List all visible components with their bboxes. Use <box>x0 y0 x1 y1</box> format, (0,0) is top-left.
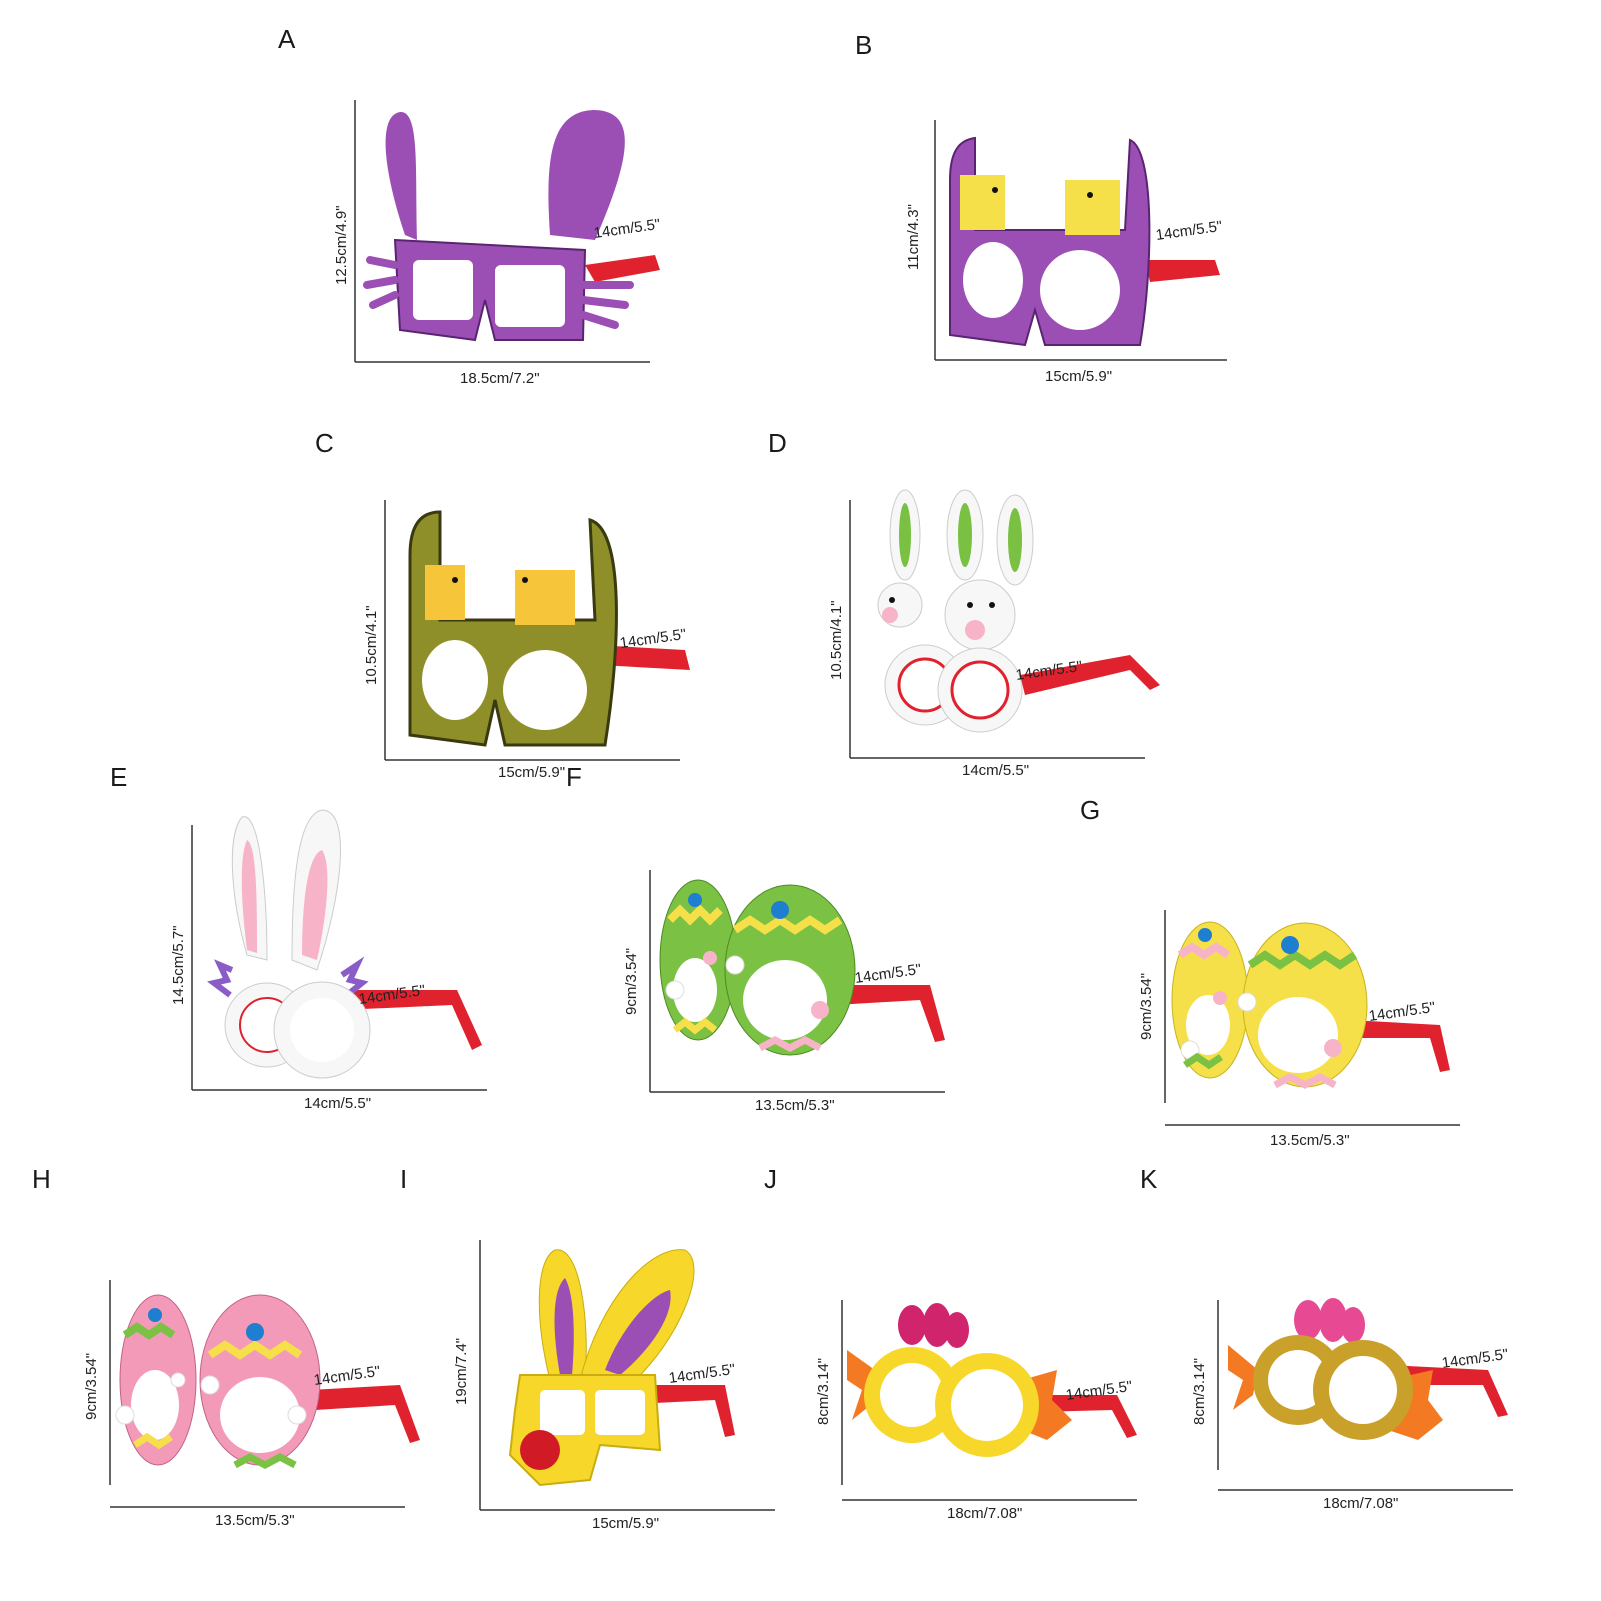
product-panel-c: 10.5cm/4.1" 15cm/5.9" 14cm/5.5" <box>363 500 690 781</box>
product-panel-e: 14.5cm/5.7" 14cm/5.5" 14cm/5.5" <box>170 805 492 1112</box>
label-i: I <box>400 1164 408 1194</box>
label-e: E <box>110 762 128 792</box>
width-label-i: 15cm/5.9" <box>592 1515 660 1532</box>
label-j: J <box>764 1164 777 1194</box>
width-label-k: 18cm/7.08" <box>1323 1495 1399 1512</box>
yellow-egg-glasses-image <box>1164 910 1460 1126</box>
width-label-a: 18.5cm/7.2" <box>460 370 540 387</box>
product-panel-d: 10.5cm/4.1" 14cm/5.5" 14cm/5.5" <box>828 489 1160 779</box>
height-label-j: 8cm/3.14" <box>815 1357 832 1425</box>
height-label-b: 11cm/4.3" <box>905 204 922 270</box>
width-label-j: 18cm/7.08" <box>947 1505 1023 1522</box>
label-b: B <box>855 30 873 60</box>
product-panel-k: 8cm/3.14" 18cm/7.08" 14cm/5.5" <box>1191 1298 1518 1512</box>
height-label-d: 10.5cm/4.1" <box>828 600 845 680</box>
yellow-bunny-glasses-image <box>479 1240 775 1511</box>
product-panel-f: 9cm/3.54" 13.5cm/5.3" 14cm/5.5" <box>623 870 950 1114</box>
tall-bunny-ears-glasses-image <box>191 809 487 1091</box>
height-label-c: 10.5cm/4.1" <box>363 605 380 685</box>
product-panel-h: 9cm/3.54" 13.5cm/5.3" 14cm/5.5" <box>83 1280 420 1529</box>
product-panel-b: 11cm/4.3" 15cm/5.9" 14cm/5.5" <box>905 120 1230 385</box>
width-label-h: 13.5cm/5.3" <box>215 1512 295 1529</box>
height-label-f: 9cm/3.54" <box>623 947 640 1015</box>
bunny-ears-glasses-image <box>354 100 660 363</box>
width-label-c: 15cm/5.9" <box>498 764 566 781</box>
width-label-g: 13.5cm/5.3" <box>1270 1132 1350 1149</box>
label-k: K <box>1140 1164 1158 1194</box>
pink-egg-glasses-image <box>109 1280 420 1508</box>
product-panel-a: 12.5cm/4.9" 18.5cm/7.2" 14cm/5.5" <box>333 100 661 387</box>
product-panel-g: 9cm/3.54" 13.5cm/5.3" 14cm/5.5" <box>1138 910 1465 1149</box>
label-d: D <box>768 428 787 458</box>
chick-wings-glasses-image <box>841 1300 1137 1501</box>
width-label-e: 14cm/5.5" <box>304 1095 372 1112</box>
label-c: C <box>315 428 334 458</box>
height-label-h: 9cm/3.54" <box>83 1352 100 1420</box>
width-label-d: 14cm/5.5" <box>962 762 1030 779</box>
white-bunny-heads-glasses-image <box>849 489 1160 759</box>
label-a: A <box>278 24 296 54</box>
height-label-e: 14.5cm/5.7" <box>170 925 187 1005</box>
height-label-i: 19cm/7.4" <box>453 1337 470 1405</box>
product-panel-j: 8cm/3.14" 18cm/7.08" 14cm/5.5" <box>815 1300 1142 1522</box>
product-panel-i: 19cm/7.4" 15cm/5.9" 14cm/5.5" <box>453 1240 780 1532</box>
width-label-f: 13.5cm/5.3" <box>755 1097 835 1114</box>
green-egg-glasses-image <box>649 870 945 1093</box>
cracked-egg-purple-glasses-image <box>934 120 1227 361</box>
label-f: F <box>566 762 582 792</box>
label-h: H <box>32 1164 51 1194</box>
cracked-egg-olive-glasses-image <box>384 500 690 761</box>
height-label-g: 9cm/3.54" <box>1138 972 1155 1040</box>
width-label-b: 15cm/5.9" <box>1045 368 1113 385</box>
gold-chick-wings-glasses-image <box>1217 1298 1513 1491</box>
label-g: G <box>1080 795 1101 825</box>
height-label-k: 8cm/3.14" <box>1191 1357 1208 1425</box>
height-label-a: 12.5cm/4.9" <box>333 205 350 285</box>
